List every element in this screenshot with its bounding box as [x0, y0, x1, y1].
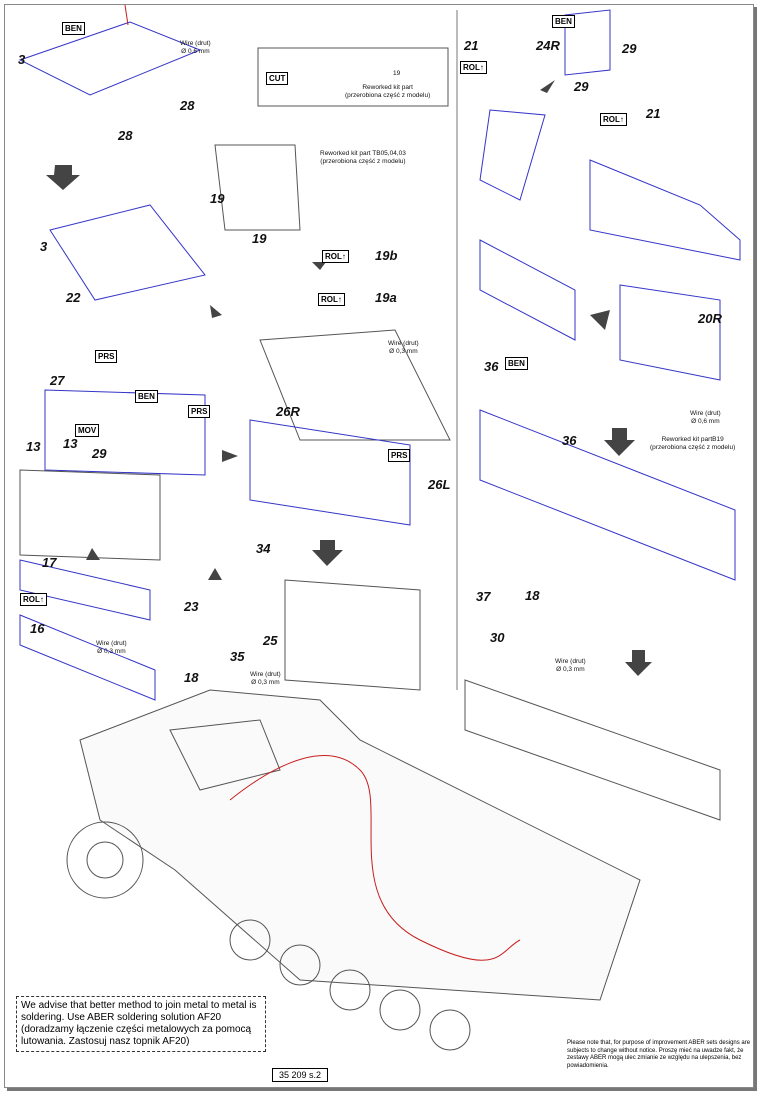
- part-27-box: [44, 389, 206, 476]
- part-24R: [564, 9, 611, 76]
- parts: [18, 9, 741, 821]
- part-number: 21: [646, 106, 661, 121]
- part-number: 26L: [428, 477, 451, 492]
- part-number: 3: [18, 52, 26, 67]
- vehicle-hull: [79, 689, 641, 1001]
- part-number: 19a: [375, 290, 397, 305]
- part-26-box: [249, 419, 411, 526]
- reworked-label: Reworked kit part TB05,04,03 (przerobion…: [320, 150, 406, 165]
- tag-rol: ROL↑: [322, 250, 349, 263]
- part-number: 17: [42, 555, 57, 570]
- part-number: 18: [184, 670, 199, 685]
- tag-rol: ROL↑: [460, 61, 487, 74]
- wire-label: Wire (drut) Ø 0,3 mm: [96, 640, 127, 655]
- part-24-panel: [479, 109, 546, 201]
- wire-label: Wire (drut) Ø 0,3 mm: [250, 671, 281, 686]
- part-number: 35: [230, 649, 245, 664]
- wire-path: [229, 755, 521, 961]
- part-number: 18: [525, 588, 540, 603]
- part-number: 34: [256, 541, 271, 556]
- side-panel-left: [479, 239, 576, 341]
- page-number: 35 209 s.2: [272, 1068, 329, 1082]
- disclaimer: Please note that, for purpose of improve…: [567, 1040, 751, 1069]
- tag-prs: PRS: [95, 350, 118, 363]
- arrow-down: [46, 165, 80, 190]
- tag-ben: BEN: [135, 390, 158, 403]
- tag-ben: BEN: [62, 22, 85, 35]
- seat-assembly: [479, 409, 736, 581]
- part-number: 20R: [698, 311, 722, 326]
- tag-rol: ROL↑: [600, 113, 627, 126]
- part-number: 30: [490, 630, 505, 645]
- part-number: 19b: [375, 248, 398, 263]
- part-number: 28: [180, 98, 195, 113]
- part-number: 16: [30, 621, 45, 636]
- wire-label: Wire (drut) Ø 0,6 mm: [690, 410, 721, 425]
- part-number: 19: [210, 191, 225, 206]
- part-number: 24R: [536, 38, 560, 53]
- part-number: 27: [50, 373, 65, 388]
- part-number: 19: [252, 231, 267, 246]
- part-number: 13: [26, 439, 41, 454]
- part-number: 36: [562, 433, 577, 448]
- part-3-fret: [18, 21, 202, 96]
- part-number: 37: [476, 589, 491, 604]
- cut-detail-box: [257, 47, 449, 107]
- tag-prs: PRS: [188, 405, 211, 418]
- part-number: 23: [184, 599, 199, 614]
- part-number: 29: [622, 41, 637, 56]
- kit-box-lid: [259, 329, 451, 441]
- seat-box: [284, 579, 421, 691]
- tag-rol: ROL↑: [20, 593, 47, 606]
- part-number: 29: [92, 446, 107, 461]
- part-number: 3: [40, 239, 48, 254]
- tag-prs: PRS: [388, 449, 411, 462]
- part-number: 28: [118, 128, 133, 143]
- arrows: [46, 80, 652, 676]
- reworked-part-number: 19: [393, 70, 401, 77]
- soldering-note: We advise that better method to join met…: [16, 996, 266, 1052]
- part-3-floor: [49, 204, 206, 301]
- tag-mov: MOV: [75, 424, 100, 437]
- seat-final: [464, 679, 721, 821]
- tag-cut: CUT: [266, 72, 289, 85]
- road-wheels: [229, 919, 471, 1051]
- reworked-label: Reworked kit part (przerobiona część z m…: [345, 84, 431, 99]
- wire-label: Wire (drut) Ø 0,3 mm: [555, 658, 586, 673]
- side-panel-right: [589, 159, 741, 261]
- reworked-label: Reworked kit partB19 (przerobiona część …: [650, 436, 736, 451]
- tag-rol: ROL↑: [318, 293, 345, 306]
- wire-label: Wire (drut) Ø 0,3 mm: [388, 340, 419, 355]
- wire-label: Wire (drut) Ø 0,6 mm: [180, 40, 211, 55]
- part-number: 22: [66, 290, 81, 305]
- front-wheel: [66, 821, 144, 899]
- tag-ben: BEN: [505, 357, 528, 370]
- part-number: 25: [263, 633, 278, 648]
- hull-hatch: [169, 719, 281, 791]
- part-number: 36: [484, 359, 499, 374]
- box-side: [19, 469, 161, 561]
- tag-ben: BEN: [552, 15, 575, 28]
- part-number: 29: [574, 79, 589, 94]
- part-number: 13: [63, 436, 78, 451]
- page-frame: [4, 4, 754, 1088]
- kit-floor-tb05: [214, 144, 301, 231]
- part-17: [19, 559, 151, 621]
- part-20R: [619, 284, 721, 381]
- part-number: 21: [464, 38, 479, 53]
- part-16: [19, 614, 156, 701]
- part-number: 26R: [276, 404, 300, 419]
